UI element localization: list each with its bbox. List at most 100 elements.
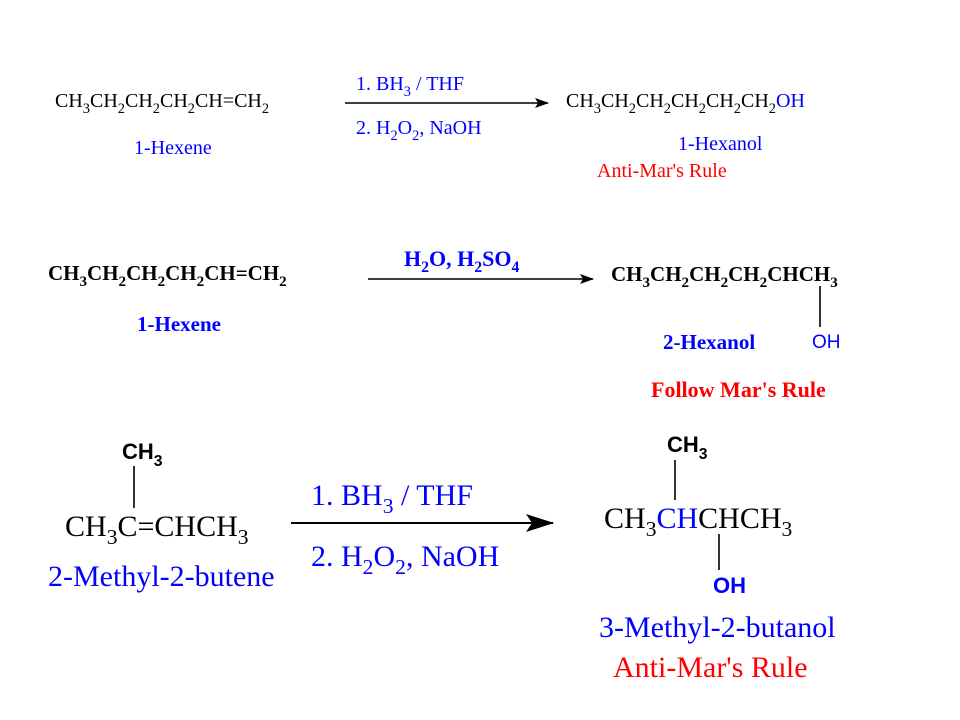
product-3-oh: OH	[713, 573, 746, 598]
formula-segment: CH	[125, 90, 153, 112]
formula-segment: CH	[611, 262, 643, 286]
formula-subscript: 2	[197, 274, 205, 290]
formula-segment: CH	[728, 262, 760, 286]
formula-subscript: 3	[646, 517, 657, 541]
formula-segment: CH	[601, 90, 629, 112]
formula-segment: , NaOH	[406, 540, 499, 573]
formula-segment: H	[404, 246, 421, 271]
formula-segment: OH	[776, 90, 805, 112]
product-3-methyl: CH3	[667, 432, 708, 463]
formula-subscript: 2	[699, 101, 706, 117]
formula-subscript: 2	[262, 101, 269, 117]
formula-segment: CH	[566, 90, 594, 112]
reactant-2-formula: CH3CH2CH2CH2CH=CH2	[48, 261, 287, 290]
formula-subscript: 3	[643, 275, 651, 291]
formula-subscript: 2	[158, 274, 166, 290]
formula-segment: CH	[636, 90, 664, 112]
formula-segment: CH	[87, 261, 119, 285]
formula-subscript: 2	[721, 275, 729, 291]
formula-subscript: 2	[664, 101, 671, 117]
formula-subscript: 2	[629, 101, 636, 117]
product-3-name: 3-Methyl-2-butanol	[599, 611, 836, 644]
formula-segment: CH	[165, 261, 197, 285]
formula-segment: CH	[667, 432, 699, 457]
formula-subscript: 2	[153, 101, 160, 117]
reaction-1: CH3CH2CH2CH2CH=CH2 1-Hexene 1. BH3 / THF…	[55, 73, 805, 182]
reagent-1-above: 1. BH3 / THF	[356, 73, 464, 100]
formula-segment: C=CHCH	[117, 510, 237, 543]
reactant-1-formula: CH3CH2CH2CH2CH=CH2	[55, 90, 269, 117]
reaction-2: CH3CH2CH2CH2CH=CH2 1-Hexene H2O, H2SO4 C…	[48, 246, 841, 402]
product-2-name: 2-Hexanol	[663, 330, 755, 354]
formula-segment: O, H	[429, 246, 474, 271]
formula-subscript: 2	[682, 275, 690, 291]
formula-segment: 1. BH	[311, 479, 383, 512]
formula-subscript: 2	[390, 128, 397, 144]
formula-subscript: 3	[107, 525, 118, 549]
reactant-1-name: 1-Hexene	[134, 137, 212, 159]
formula-subscript: 2	[119, 274, 127, 290]
formula-segment: CH	[706, 90, 734, 112]
formula-subscript: 2	[118, 101, 125, 117]
formula-segment: / THF	[411, 73, 464, 95]
reactant-3-name: 2-Methyl-2-butene	[48, 560, 275, 593]
formula-subscript: 2	[412, 128, 419, 144]
formula-subscript: 3	[238, 525, 249, 549]
formula-subscript: 2	[188, 101, 195, 117]
formula-subscript: 2	[363, 555, 374, 579]
formula-segment: CH=CH	[204, 261, 279, 285]
formula-subscript: 3	[594, 101, 601, 117]
formula-segment: CH	[65, 510, 107, 543]
reactant-3-formula: CH3C=CHCH3	[65, 510, 249, 549]
reaction-3: CH3 CH3C=CHCH3 2-Methyl-2-butene 1. BH3 …	[48, 432, 836, 684]
reagent-1-below: 2. H2O2, NaOH	[356, 117, 482, 144]
formula-segment: CH	[671, 90, 699, 112]
formula-segment: / THF	[393, 479, 472, 512]
formula-segment: CH	[741, 90, 769, 112]
formula-segment: SO	[482, 246, 511, 271]
formula-subscript: 2	[769, 101, 776, 117]
formula-subscript: 3	[80, 274, 88, 290]
formula-segment: CHCH	[767, 262, 830, 286]
reactant-2-name: 1-Hexene	[137, 312, 221, 336]
formula-subscript: 4	[512, 259, 520, 276]
formula-subscript: 2	[734, 101, 741, 117]
formula-segment: CH	[656, 502, 698, 535]
formula-segment: CH	[650, 262, 682, 286]
product-3-formula: CH3CHCHCH3	[604, 502, 792, 541]
formula-subscript: 2	[474, 259, 482, 276]
formula-subscript: 3	[699, 446, 708, 463]
formula-subscript: 3	[830, 275, 838, 291]
reagent-3-above: 1. BH3 / THF	[311, 479, 473, 518]
product-2-formula: CH3CH2CH2CH2CHCH3	[611, 262, 838, 291]
formula-segment: O	[373, 540, 395, 573]
formula-segment: , NaOH	[419, 117, 481, 139]
product-2-oh: OH	[812, 332, 841, 353]
formula-segment: 2. H	[356, 117, 390, 139]
formula-subscript: 3	[83, 101, 90, 117]
reagent-2-above: H2O, H2SO4	[404, 246, 520, 276]
formula-segment: 2. H	[311, 540, 363, 573]
rule-3: Anti-Mar's Rule	[613, 651, 808, 684]
rule-2: Follow Mar's Rule	[651, 377, 826, 402]
formula-segment: CH	[604, 502, 646, 535]
formula-segment: CH=CH	[195, 90, 262, 112]
formula-segment: 1. BH	[356, 73, 404, 95]
reagent-3-below: 2. H2O2, NaOH	[311, 540, 499, 579]
formula-segment: CH	[48, 261, 80, 285]
formula-segment: CH	[55, 90, 83, 112]
formula-subscript: 2	[279, 274, 287, 290]
formula-subscript: 3	[383, 494, 394, 518]
formula-subscript: 2	[395, 555, 406, 579]
product-1-name: 1-Hexanol	[678, 133, 763, 155]
formula-segment: CHCH	[698, 502, 781, 535]
formula-segment: CH	[122, 439, 154, 464]
formula-segment: CH	[160, 90, 188, 112]
formula-subscript: 2	[421, 259, 429, 276]
reactant-3-methyl: CH3	[122, 439, 163, 470]
formula-subscript: 3	[782, 517, 793, 541]
product-1-formula: CH3CH2CH2CH2CH2CH2OH	[566, 90, 805, 117]
formula-subscript: 3	[404, 84, 411, 100]
formula-segment: O	[398, 117, 412, 139]
